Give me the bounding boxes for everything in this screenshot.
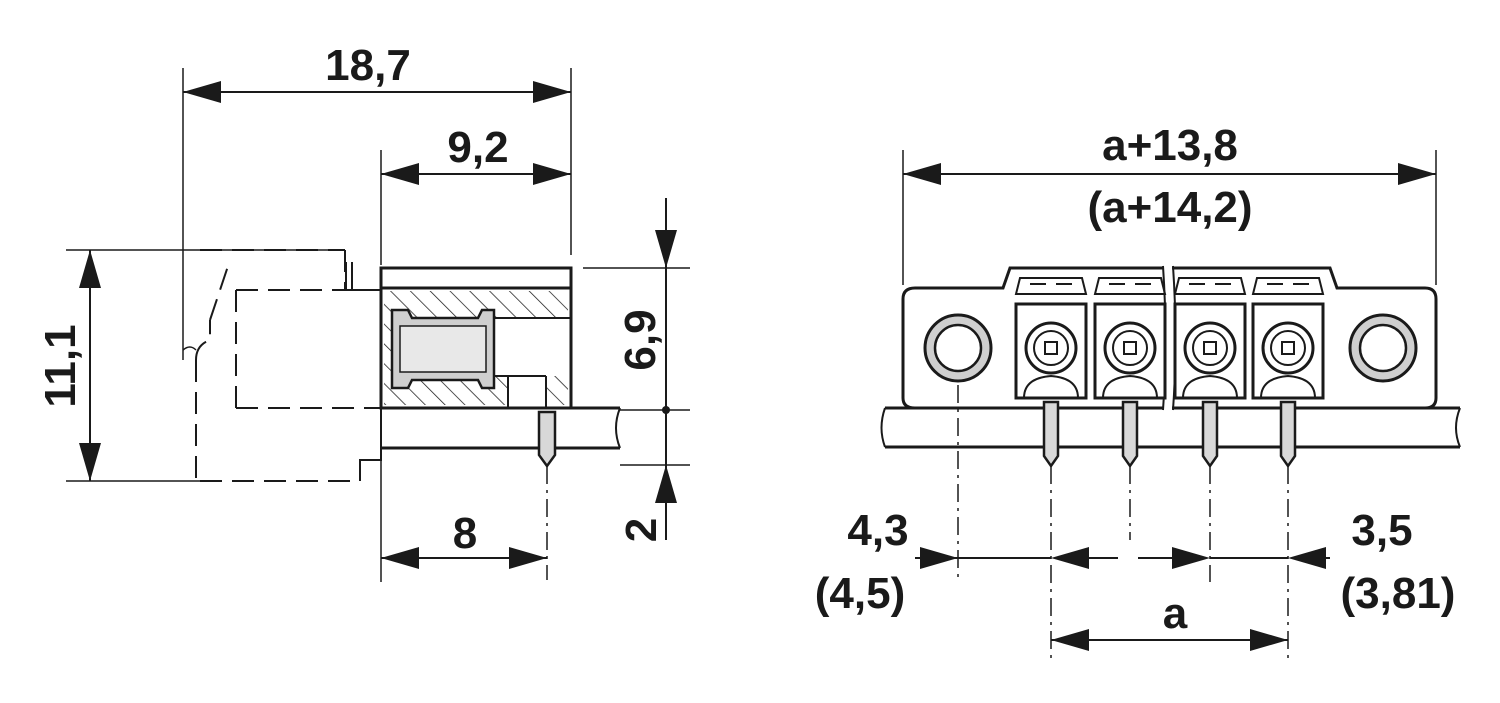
dimension-total-width: a+13,8 (a+14,2) bbox=[902, 121, 1437, 285]
pcb-front bbox=[880, 406, 1461, 449]
contact-position bbox=[1251, 277, 1325, 469]
dimension-pitch-label: a bbox=[1163, 589, 1188, 638]
screw-hole-left bbox=[923, 313, 993, 383]
dimension-left-edge-alt-label: (4,5) bbox=[815, 569, 905, 618]
dimension-edge-offsets: 4,3 (4,5) 3,5 (3,81) bbox=[815, 506, 1456, 618]
dimension-depth: 9,2 bbox=[380, 123, 571, 265]
dimension-total-width-alt-label: (a+14,2) bbox=[1087, 183, 1252, 232]
pin-side bbox=[537, 410, 557, 580]
dimension-pin-length: 2 bbox=[617, 410, 690, 542]
dimension-right-edge-label: 3,5 bbox=[1351, 506, 1412, 555]
front-view: a+13,8 (a+14,2) bbox=[815, 121, 1461, 664]
dimension-overall-width-label: 18,7 bbox=[325, 41, 411, 90]
dimension-upper-height-label: 6,9 bbox=[616, 309, 665, 370]
dimension-pin-offset: 8 bbox=[380, 460, 547, 582]
dimension-pin-length-label: 2 bbox=[617, 518, 666, 542]
pin-centerlines bbox=[957, 385, 1289, 664]
dimension-overall-width: 18,7 bbox=[182, 41, 572, 335]
side-view: 18,7 9,2 11,1 bbox=[36, 41, 690, 582]
dimension-pin-offset-label: 8 bbox=[453, 509, 477, 558]
dimension-right-edge-alt-label: (3,81) bbox=[1341, 569, 1456, 618]
dimension-height-label: 11,1 bbox=[36, 324, 85, 407]
contact-position bbox=[1014, 277, 1088, 469]
contact-position bbox=[1173, 277, 1247, 469]
housing-side bbox=[340, 262, 573, 410]
contact-position bbox=[1093, 277, 1167, 469]
dimension-height: 11,1 bbox=[36, 249, 345, 482]
pcb-side bbox=[359, 406, 621, 481]
contact-positions bbox=[1014, 277, 1325, 469]
dimension-depth-label: 9,2 bbox=[447, 123, 508, 172]
dimension-upper-height: 6,9 bbox=[583, 198, 690, 414]
dimension-left-edge-label: 4,3 bbox=[847, 506, 908, 555]
dimension-pitch: a bbox=[1051, 589, 1288, 651]
dimension-total-width-label: a+13,8 bbox=[1102, 121, 1238, 170]
screw-hole-right bbox=[1348, 313, 1418, 383]
